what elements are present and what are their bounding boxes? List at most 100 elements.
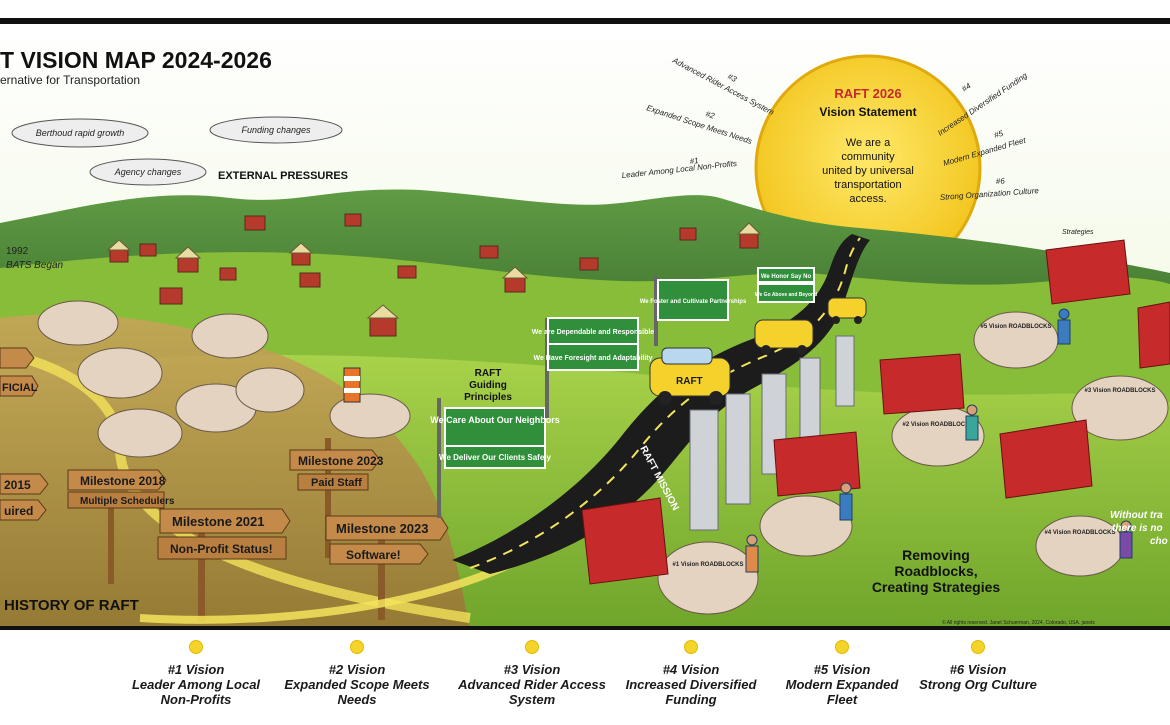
- bottom-border: [0, 626, 1170, 630]
- milestone-signs: FICIAL 2015 uired Milestone 2018 Multipl…: [0, 347, 449, 622]
- legend-line: Fleet: [826, 692, 858, 707]
- roadblock-rocks-right: [657, 311, 1169, 615]
- strategies-label-1: Removing: [902, 547, 970, 563]
- svg-text:Milestone 2023: Milestone 2023: [336, 521, 429, 536]
- strategy-flags: [581, 239, 1170, 585]
- principles-label-3: Principles: [464, 392, 512, 403]
- principle-sign-foresight: We Have Foresight and Adaptability: [533, 343, 653, 371]
- legend-line: Funding: [665, 692, 717, 707]
- history-label: HISTORY OF RAFT: [4, 597, 139, 614]
- legend-num: #6 Vision: [949, 662, 1007, 677]
- svg-text:Milestone 2023: Milestone 2023: [298, 454, 384, 468]
- svg-text:Agency changes: Agency changes: [114, 167, 182, 177]
- legend-num: #4 Vision: [662, 662, 720, 677]
- principles-label-2: Guiding: [469, 380, 507, 391]
- legend-line: System: [508, 692, 556, 707]
- bridge-pillars: [689, 335, 855, 531]
- svg-text:Multiple Schedulers: Multiple Schedulers: [80, 496, 175, 507]
- village-houses: [109, 213, 759, 337]
- legend-vision-6: #6 Vision Strong Org Culture: [888, 640, 1068, 692]
- legend-dot: [971, 640, 985, 654]
- strategies-label-2: Roadblocks,: [894, 563, 977, 579]
- top-border: [0, 18, 1170, 24]
- vision-line-3: united by universal: [822, 165, 914, 177]
- roadblock-title-5: #5 Vision ROADBLOCKS: [981, 324, 1052, 330]
- svg-text:We Have Foresight and Adaptabi: We Have Foresight and Adaptability: [533, 355, 652, 362]
- svg-text:We Go Above and Beyond: We Go Above and Beyond: [755, 292, 817, 298]
- road: [452, 234, 870, 574]
- svg-text:Berthoud rapid growth: Berthoud rapid growth: [36, 128, 125, 138]
- svg-text:We Foster and Cultivate Partne: We Foster and Cultivate Partnerships: [640, 299, 747, 305]
- cloud-3: Agency changes: [89, 158, 207, 186]
- vision-sun-subtitle: Vision Statement: [819, 105, 916, 119]
- workers: [745, 308, 1133, 573]
- legend-num: #2 Vision: [328, 662, 386, 677]
- legend-dot: [684, 640, 698, 654]
- legend-line: Needs: [337, 692, 377, 707]
- principles-label-1: RAFT: [475, 368, 502, 379]
- legend-dot: [525, 640, 539, 654]
- right-quote-3: cho: [1150, 536, 1168, 547]
- history-year: 1992: [6, 246, 29, 257]
- legend-vision-3: #3 Vision Advanced Rider Access System: [442, 640, 622, 707]
- village-roofs: [106, 222, 762, 319]
- legend-num: #3 Vision: [503, 662, 561, 677]
- svg-text:2015: 2015: [4, 478, 31, 492]
- footer-credit: © All rights reserved. Janet Schuerman, …: [942, 619, 1095, 626]
- rock-group-left: [37, 300, 411, 458]
- legend-vision-1: #1 Vision Leader Among Local Non-Profits: [106, 640, 286, 707]
- svg-text:FICIAL: FICIAL: [2, 382, 38, 394]
- legend-dot: [189, 640, 203, 654]
- legend-num: #1 Vision: [167, 662, 225, 677]
- svg-text:RAFT: RAFT: [676, 376, 703, 387]
- cloud-1: Berthoud rapid growth: [11, 118, 149, 148]
- svg-text:uired: uired: [4, 504, 33, 518]
- principle-sign-foster: We Foster and Cultivate Partnerships: [640, 276, 747, 346]
- taxi-2: [754, 319, 814, 355]
- legend-line: Modern Expanded: [785, 677, 899, 692]
- arc-vision-1-num: #1: [689, 156, 699, 166]
- svg-text:Paid Staff: Paid Staff: [311, 477, 362, 489]
- legend-vision-2: #2 Vision Expanded Scope Meets Needs: [267, 640, 447, 707]
- right-quote-1: Without tra: [1110, 510, 1163, 521]
- road-centerline: [469, 237, 861, 569]
- taxi-1: RAFT: [649, 347, 731, 405]
- cloud-2: Funding changes: [209, 116, 343, 144]
- arc-vision-2-num: #2: [704, 109, 716, 120]
- svg-text:Milestone 2018: Milestone 2018: [80, 474, 166, 488]
- svg-text:Non-Profit Status!: Non-Profit Status!: [170, 542, 273, 556]
- legend-line: Advanced Rider Access: [458, 677, 606, 692]
- right-quote-2: there is no: [1112, 523, 1163, 534]
- svg-text:We are Dependable and Responsi: We are Dependable and Responsible: [532, 329, 655, 336]
- legend-line: Non-Profits: [160, 692, 232, 707]
- legend-vision-5: #5 Vision Modern Expanded Fleet: [752, 640, 932, 707]
- svg-text:We Honor Say No: We Honor Say No: [761, 274, 812, 280]
- external-pressures-label: EXTERNAL PRESSURES: [218, 170, 348, 182]
- strategies-flag-title: Strategies: [1062, 229, 1094, 236]
- history-year-caption: BATS Began: [6, 260, 64, 271]
- svg-text:Software!: Software!: [346, 548, 401, 562]
- legend-line: Leader Among Local: [131, 677, 261, 692]
- roadblock-title-2: #2 Vision ROADBLOCKS: [903, 422, 974, 428]
- legend-vision-4: #4 Vision Increased Diversified Funding: [601, 640, 781, 707]
- principle-sign-honor: We Honor Say No We Go Above and Beyond: [755, 267, 817, 303]
- vision-line-5: access.: [849, 193, 886, 205]
- vision-sun-title: RAFT 2026: [834, 86, 901, 101]
- taxi-3: [827, 297, 867, 324]
- vision-line-2: community: [841, 151, 895, 163]
- principle-sign-deliver: We Deliver Our Clients Safely: [439, 445, 551, 469]
- vision-line-4: transportation: [834, 179, 901, 191]
- map-title: T VISION MAP 2024-2026: [0, 47, 272, 73]
- svg-text:Funding changes: Funding changes: [241, 125, 311, 135]
- legend-line: Strong Org Culture: [919, 677, 1037, 692]
- roadblock-title-3: #3 Vision ROADBLOCKS: [1085, 388, 1156, 394]
- vision-map-diagram: T VISION MAP 2024-2026 ernative for Tran…: [0, 18, 1170, 630]
- arc-vision-5-num: #5: [993, 129, 1005, 140]
- map-subtitle: ernative for Transportation: [0, 73, 140, 87]
- legend-dot: [835, 640, 849, 654]
- svg-text:Milestone 2021: Milestone 2021: [172, 514, 265, 529]
- vision-line-1: We are a: [846, 137, 891, 149]
- svg-text:We Care About Our Neighbors: We Care About Our Neighbors: [430, 415, 560, 425]
- strategies-label-3: Creating Strategies: [872, 579, 1001, 595]
- principle-sign-care: We Care About Our Neighbors: [430, 398, 560, 518]
